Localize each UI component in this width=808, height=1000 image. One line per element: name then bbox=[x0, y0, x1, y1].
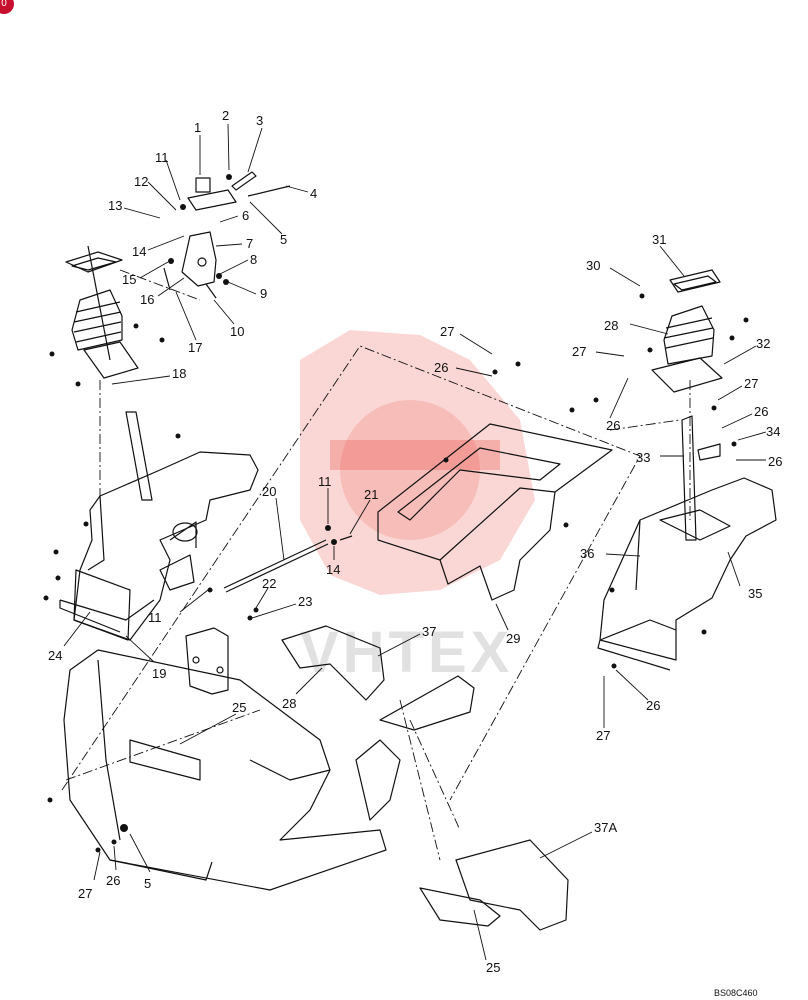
callout-5-upper: 5 bbox=[280, 232, 287, 247]
callout-17: 17 bbox=[188, 340, 202, 355]
callout-20: 20 bbox=[262, 484, 276, 499]
callout-21: 21 bbox=[364, 487, 378, 502]
callout-28-lower: 28 bbox=[282, 696, 296, 711]
callout-7: 7 bbox=[246, 236, 253, 251]
callout-14-mid: 14 bbox=[326, 562, 340, 577]
callout-23: 23 bbox=[298, 594, 312, 609]
callout-34: 34 bbox=[766, 424, 780, 439]
callout-24: 24 bbox=[48, 648, 62, 663]
callout-13: 13 bbox=[108, 198, 122, 213]
callout-10: 10 bbox=[230, 324, 244, 339]
callout-4: 4 bbox=[310, 186, 317, 201]
callout-8: 8 bbox=[250, 252, 257, 267]
left-control-assembly bbox=[43, 171, 291, 641]
callout-32: 32 bbox=[756, 336, 770, 351]
callout-28-right: 28 bbox=[604, 318, 618, 333]
reference-lines bbox=[61, 269, 691, 861]
linkage-rod-assembly bbox=[185, 525, 353, 695]
callout-26-right-upper: 26 bbox=[606, 418, 620, 433]
callout-11-upper: 11 bbox=[155, 150, 169, 165]
callout-35: 35 bbox=[748, 586, 762, 601]
callout-27-right-bottom: 27 bbox=[596, 728, 610, 743]
callout-3: 3 bbox=[256, 113, 263, 128]
callout-16: 16 bbox=[140, 292, 154, 307]
callout-29: 29 bbox=[506, 631, 520, 646]
callout-22: 22 bbox=[262, 576, 276, 591]
callout-26-centre: 26 bbox=[434, 360, 448, 375]
callout-26-right-low: 26 bbox=[768, 454, 782, 469]
callout-37A: 37A bbox=[594, 820, 617, 835]
callout-27-right-mid: 27 bbox=[744, 376, 758, 391]
callout-6: 6 bbox=[242, 208, 249, 223]
callout-36: 36 bbox=[580, 546, 594, 561]
corner-badge: 0 bbox=[0, 0, 14, 14]
callout-2: 2 bbox=[222, 108, 229, 123]
callout-31: 31 bbox=[652, 232, 666, 247]
watermark-logo: VHTEX bbox=[300, 330, 535, 685]
callout-25-upper: 25 bbox=[232, 700, 246, 715]
callout-26-bottom: 26 bbox=[106, 873, 120, 888]
callout-9: 9 bbox=[260, 286, 267, 301]
callout-33: 33 bbox=[636, 450, 650, 465]
callout-27-right-upper: 27 bbox=[572, 344, 586, 359]
callout-26-right-bottom: 26 bbox=[646, 698, 660, 713]
callout-27-bottom: 27 bbox=[78, 886, 92, 901]
callout-37: 37 bbox=[422, 624, 436, 639]
right-control-assembly bbox=[597, 269, 777, 671]
callout-18: 18 bbox=[172, 366, 186, 381]
callout-1: 1 bbox=[194, 120, 201, 135]
callout-labels: 1 2 3 4 5 6 7 8 9 10 11 12 13 14 15 16 1… bbox=[48, 108, 782, 975]
callout-12: 12 bbox=[134, 174, 148, 189]
callout-25-lower: 25 bbox=[486, 960, 500, 975]
callout-15: 15 bbox=[122, 272, 136, 287]
centre-console-cover bbox=[377, 361, 613, 601]
callout-5-lower: 5 bbox=[144, 876, 151, 891]
callout-11-mid: 11 bbox=[318, 474, 332, 489]
callout-11-lower: 11 bbox=[148, 610, 162, 625]
floor-frame bbox=[47, 625, 569, 931]
callout-19: 19 bbox=[152, 666, 166, 681]
callout-14-upper: 14 bbox=[132, 244, 146, 259]
drawing-code: BS08C460 bbox=[714, 988, 758, 998]
callout-27-centre: 27 bbox=[440, 324, 454, 339]
callout-26-right-mid: 26 bbox=[754, 404, 768, 419]
watermark-text: VHTEX bbox=[300, 620, 513, 685]
callout-30: 30 bbox=[586, 258, 600, 273]
